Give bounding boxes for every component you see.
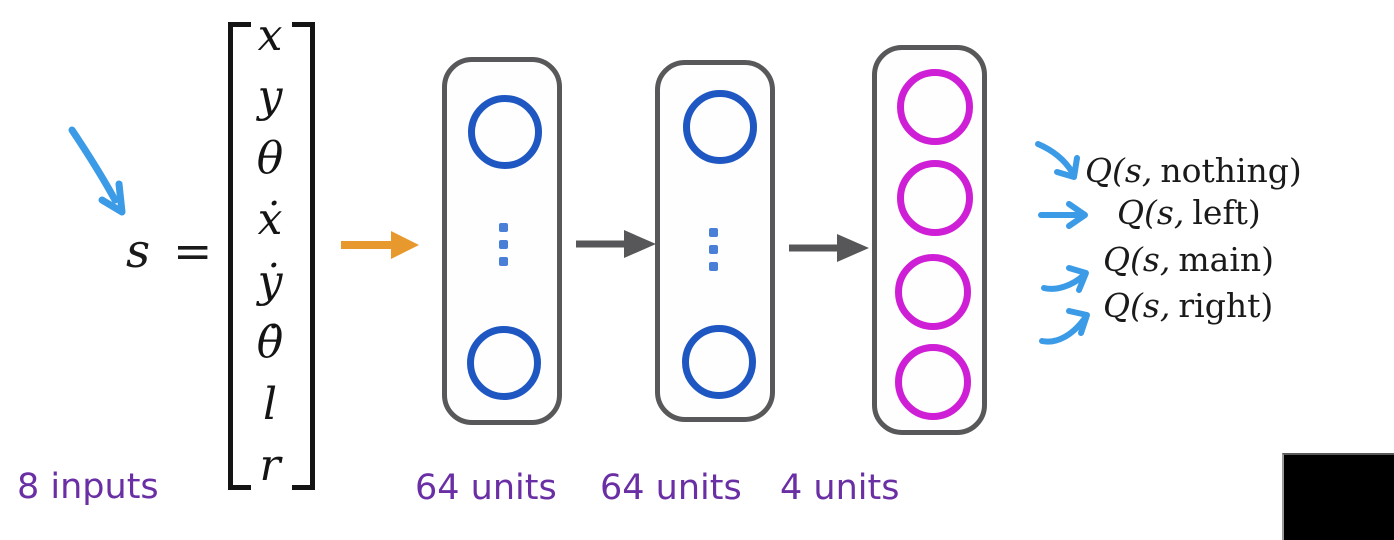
q-label-prefix: Q(s, [1103, 286, 1171, 325]
q-label-prefix: Q(s, [1117, 193, 1185, 232]
vector-element-x-dot: ẋ [257, 194, 283, 246]
vector-element-y: y [257, 71, 283, 123]
layer1-units-label: 64 units [415, 468, 557, 508]
neuron-node [683, 90, 757, 164]
neuron-node [468, 95, 542, 169]
state-equation: s = [126, 224, 217, 279]
q-label-action: left) [1192, 193, 1261, 232]
q-label-action: main) [1178, 240, 1275, 279]
neuron-node [467, 326, 541, 400]
vector-element-r: r [259, 440, 281, 492]
vector-element-theta: θ [256, 132, 284, 184]
q-value-label: Q(s,nothing) [1085, 149, 1302, 193]
hidden-layer-1 [442, 57, 562, 425]
q-value-label: Q(s,right) [1103, 284, 1273, 328]
vector-element-theta-dot: θ̇ [256, 317, 284, 369]
q-label-action: nothing) [1160, 151, 1302, 190]
ellipsis-dot [499, 223, 508, 232]
output-layer [872, 45, 987, 435]
output-node [897, 69, 973, 145]
output-node [895, 344, 971, 420]
ellipsis-dot [709, 245, 718, 254]
input-count-label: 8 inputs [17, 467, 159, 507]
vector-element-y-dot: ẏ [257, 255, 283, 307]
output-arrow-icon [1038, 201, 1088, 229]
ellipsis-dot [709, 228, 718, 237]
layer2-units-label: 64 units [600, 468, 742, 508]
flow-arrow-icon [576, 230, 656, 258]
flow-arrow-icon [789, 234, 869, 262]
input-arrow-icon [341, 231, 419, 259]
output-node [897, 160, 973, 236]
video-overlay-box [1282, 453, 1394, 540]
q-value-label: Q(s,main) [1103, 238, 1274, 282]
vector-element-x: x [257, 9, 283, 61]
output-arrow-icon [1041, 265, 1089, 293]
vector-bracket-left [228, 22, 251, 490]
output-arrow-icon [1039, 308, 1090, 345]
ellipsis-dot [709, 262, 718, 271]
pointer-arrow-icon [68, 126, 126, 216]
q-label-prefix: Q(s, [1103, 240, 1171, 279]
q-value-label: Q(s,left) [1117, 191, 1261, 235]
output-node [895, 254, 971, 330]
ellipsis-dot [499, 240, 508, 249]
vector-bracket-right [292, 22, 315, 490]
hidden-layer-2 [655, 60, 775, 422]
vector-element-l: l [262, 378, 278, 430]
ellipsis-dot [499, 257, 508, 266]
output-arrow-icon [1035, 141, 1080, 180]
state-vector: x y θ ẋ ẏ θ̇ l r [234, 5, 306, 497]
q-label-action: right) [1178, 286, 1274, 325]
neuron-node [682, 325, 756, 399]
layer3-units-label: 4 units [780, 468, 900, 508]
q-label-prefix: Q(s, [1085, 151, 1153, 190]
